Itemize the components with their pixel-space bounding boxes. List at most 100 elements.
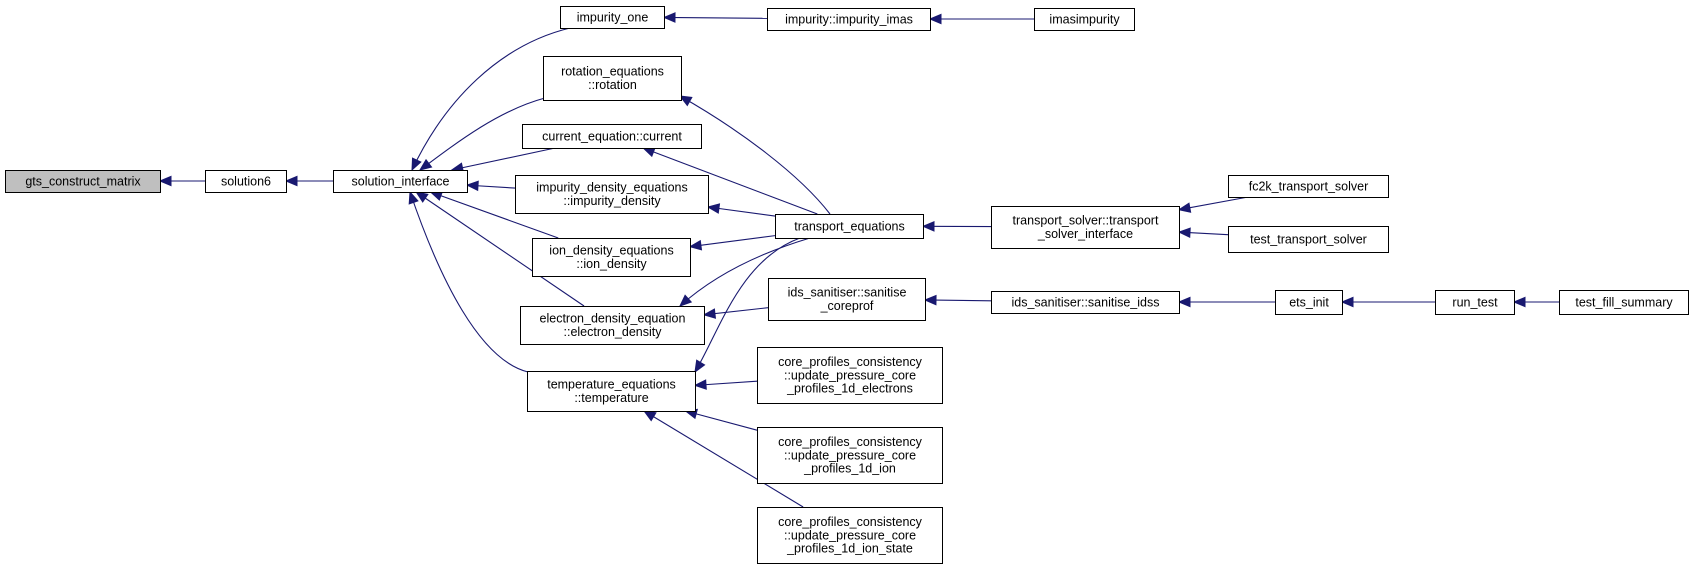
node-box: [205, 170, 287, 193]
edge-solution_interface-to-impurity_one: [411, 27, 571, 172]
edge-line: [689, 235, 776, 248]
arrow-head: [678, 95, 693, 107]
node-box: [1228, 226, 1389, 253]
node-ets-init[interactable]: ets_init: [1275, 290, 1343, 315]
node-label: ::rotation: [588, 78, 637, 92]
node-box: [560, 6, 665, 29]
arrow-head: [465, 180, 479, 192]
node-box: [532, 238, 691, 277]
edge-line: [694, 237, 801, 373]
edge-electron_density-to-transport_equations: [679, 237, 811, 307]
node-label: _coreprof: [820, 299, 874, 313]
node-label: ion_density_equations: [549, 244, 673, 258]
node-impurity-imas[interactable]: impurity::impurity_imas: [767, 8, 931, 31]
node-current[interactable]: current_equation::current: [522, 124, 702, 149]
node-electron-density[interactable]: electron_density_equation::electron_dens…: [520, 306, 705, 345]
nodes-layer: gts_construct_matrix solution6 solution_in…: [5, 6, 1689, 564]
node-gts[interactable]: gts_construct_matrix: [5, 170, 161, 193]
node-box: [520, 306, 705, 345]
node-label: ids_sanitiser::sanitise: [788, 286, 907, 300]
edge-sanitise_idss-to-ets_init: [1177, 296, 1275, 308]
edge-temperature-to-transport_equations: [694, 237, 801, 374]
node-label: solution_interface: [352, 174, 450, 188]
node-label: ::electron_density: [564, 325, 663, 339]
node-box: [333, 170, 468, 193]
arrow-head: [702, 308, 717, 319]
node-label: impurity_one: [577, 10, 649, 24]
edge-run_test-to-test_fill_summary: [1512, 296, 1559, 308]
edge-transport_solver_interface-to-fc2k: [1177, 196, 1249, 213]
node-impurity-density[interactable]: impurity_density_equations::impurity_den…: [515, 175, 709, 214]
node-label: ets_init: [1289, 295, 1329, 309]
edge-line: [411, 27, 571, 171]
node-box: [775, 214, 924, 239]
node-box: [522, 124, 702, 149]
edge-line: [663, 16, 768, 19]
node-ion-density[interactable]: ion_density_equations::ion_density: [532, 238, 691, 277]
node-label: core_profiles_consistency: [778, 515, 923, 529]
node-sanitise-idss[interactable]: ids_sanitiser::sanitise_idss: [991, 291, 1180, 314]
node-box: [527, 371, 696, 412]
node-solution-interface[interactable]: solution_interface: [333, 170, 468, 193]
arrow-head: [1512, 296, 1526, 308]
node-box: [767, 8, 931, 31]
arrow-head: [1340, 296, 1354, 308]
edge-line: [419, 97, 546, 171]
edge-line: [451, 147, 556, 171]
node-sanitise-coreprof[interactable]: ids_sanitiser::sanitise_coreprof: [768, 278, 926, 321]
edge-line: [409, 191, 529, 373]
edge-solution6-to-solution_interface: [284, 175, 333, 187]
node-test-fill-summary[interactable]: test_fill_summary: [1559, 290, 1689, 315]
node-solution6[interactable]: solution6: [205, 170, 287, 193]
node-cpc-ion-state[interactable]: core_profiles_consistency::update_pressu…: [757, 507, 943, 564]
edge-transport_equations-to-transport_solver_interface: [921, 221, 992, 232]
edge-solution_interface-to-rotation: [418, 97, 546, 171]
arrow-head: [643, 410, 657, 422]
node-box: [757, 507, 943, 564]
node-box: [991, 291, 1180, 314]
edge-solution_interface-to-impurity_density: [465, 180, 516, 192]
node-label: current_equation::current: [542, 129, 682, 143]
node-transport-solver-interface[interactable]: transport_solver::transport_solver_inter…: [991, 206, 1180, 249]
node-temperature[interactable]: temperature_equations::temperature: [527, 371, 696, 412]
node-label: rotation_equations: [561, 65, 664, 79]
arrow-head: [418, 158, 433, 171]
node-label: imasimpurity: [1049, 12, 1120, 26]
node-cpc-ion[interactable]: core_profiles_consistency::update_pressu…: [757, 427, 943, 484]
node-run-test[interactable]: run_test: [1435, 290, 1515, 315]
node-cpc-electrons[interactable]: core_profiles_consistency::update_pressu…: [757, 347, 943, 404]
edge-line: [642, 147, 818, 215]
arrow-head: [706, 203, 721, 214]
node-label: ::update_pressure_core: [784, 528, 916, 542]
node-box: [5, 170, 161, 193]
edge-ets_init-to-run_test: [1340, 296, 1435, 308]
node-test-transport-solver[interactable]: test_transport_solver: [1228, 226, 1389, 253]
arrow-head: [1177, 227, 1191, 239]
edge-solution_interface-to-temperature: [408, 190, 529, 373]
edge-ion_density-to-transport_equations: [688, 235, 776, 251]
node-impurity-one[interactable]: impurity_one: [560, 6, 665, 29]
node-label: temperature_equations: [547, 378, 676, 392]
node-label: core_profiles_consistency: [778, 355, 923, 369]
node-box: [757, 347, 943, 404]
node-imasimpurity[interactable]: imasimpurity: [1034, 8, 1135, 31]
edge-solution_interface-to-electron_density: [415, 191, 585, 307]
node-box: [1228, 175, 1389, 198]
node-transport-equations[interactable]: transport_equations: [775, 214, 924, 239]
node-label: run_test: [1452, 295, 1498, 309]
node-label: impurity::impurity_imas: [785, 12, 913, 26]
node-box: [1034, 8, 1135, 31]
edge-impurity_density-to-transport_equations: [706, 203, 776, 217]
edge-solution_interface-to-current: [450, 147, 556, 173]
arrow-head: [415, 191, 429, 203]
node-label: ids_sanitiser::sanitise_idss: [1012, 295, 1160, 309]
node-fc2k[interactable]: fc2k_transport_solver: [1228, 175, 1389, 198]
arrow-head: [921, 221, 935, 232]
arrow-head: [679, 294, 693, 307]
node-box: [1435, 290, 1515, 315]
node-box: [768, 278, 926, 321]
node-rotation[interactable]: rotation_equations::rotation: [543, 56, 682, 101]
node-label: core_profiles_consistency: [778, 435, 923, 449]
node-label: test_fill_summary: [1575, 295, 1673, 309]
